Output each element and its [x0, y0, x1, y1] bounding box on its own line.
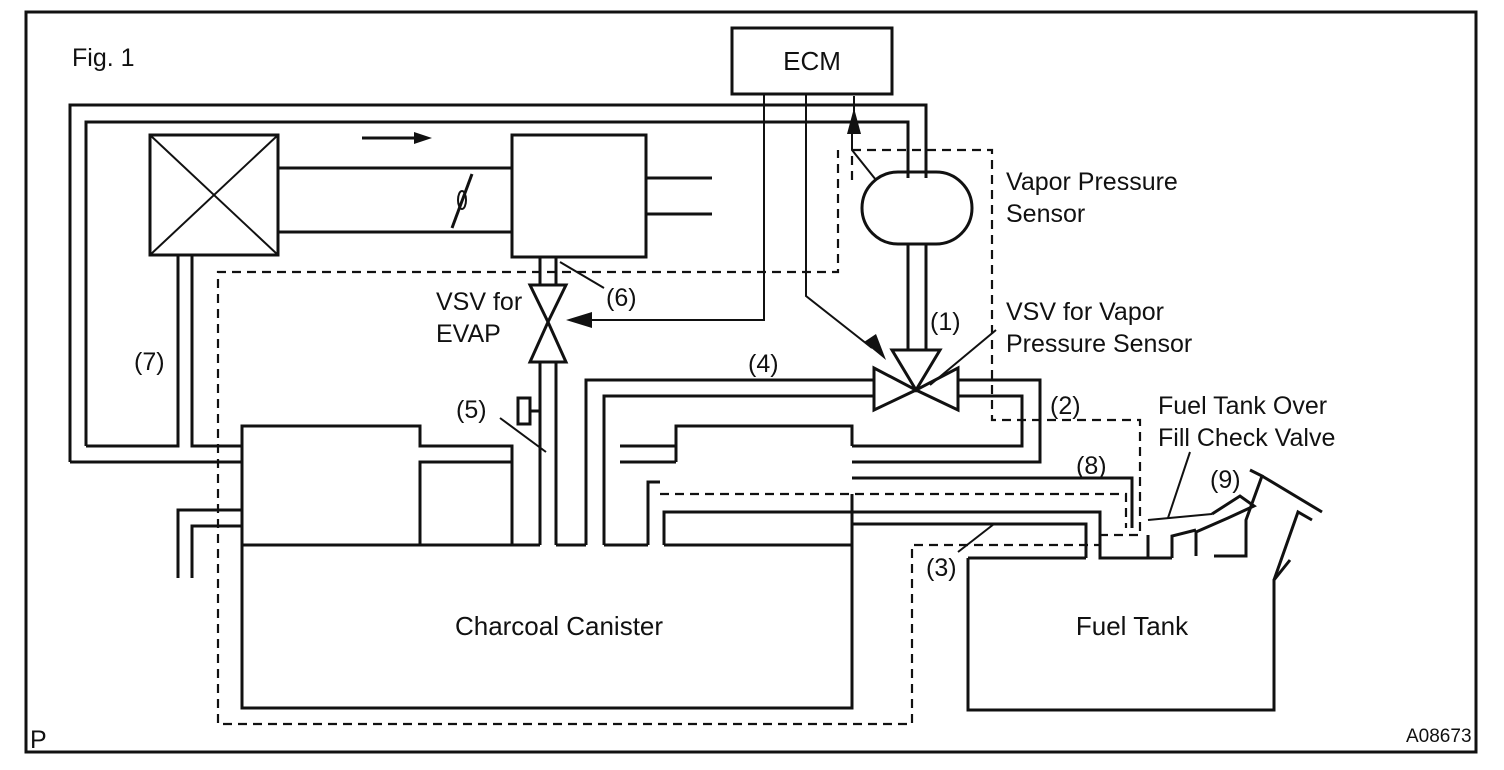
ecm-label: ECM — [783, 46, 841, 76]
callout-3: (3) — [926, 554, 957, 582]
airflow-arrow-icon — [362, 132, 432, 144]
callout-4: (4) — [748, 350, 779, 378]
vsv-evap-label-2: EVAP — [436, 320, 501, 348]
figure-label: Fig. 1 — [72, 44, 135, 72]
canister-chamber — [418, 460, 514, 547]
hose-4-top — [584, 378, 874, 545]
charcoal-canister-label: Charcoal Canister — [455, 611, 663, 641]
fuel-filler-neck — [1170, 468, 1323, 581]
over-fill-check-valve — [1147, 513, 1213, 521]
callout-9: (9) — [1210, 466, 1241, 494]
ecm-box — [730, 26, 894, 96]
charcoal-canister-body — [240, 462, 854, 710]
ecm-to-vsv-evap-signal — [590, 94, 765, 321]
dashed-line-8 — [660, 492, 1128, 528]
vsv-vapor-label-2: Pressure Sensor — [1006, 330, 1192, 358]
vacuum-hose-7-drop — [86, 256, 180, 448]
vacuum-hose-7-outer — [68, 103, 928, 462]
ecm-to-vsv-vapor-signal — [805, 94, 873, 349]
callout-7: (7) — [134, 348, 165, 376]
callout-2: (2) — [1050, 392, 1081, 420]
leader-3 — [957, 523, 995, 553]
dashed-pressure-path — [216, 148, 1142, 726]
vsv-evap-valve — [527, 257, 569, 545]
vapor-pressure-sensor-body — [860, 170, 974, 246]
check-valve-label-2: Fill Check Valve — [1158, 424, 1335, 452]
callout-6: (6) — [606, 284, 637, 312]
callout-1: (1) — [930, 308, 961, 336]
vsv-vapor-pressure-sensor-valve — [872, 348, 960, 413]
hose-4-bottom — [602, 394, 874, 545]
vsv-vapor-label-1: VSV for Vapor — [1006, 298, 1164, 326]
evap-line-port — [516, 396, 540, 426]
leader-6 — [559, 261, 605, 289]
vacuum-hose-7-drop-2 — [190, 256, 242, 448]
canister-top-left — [240, 424, 514, 545]
check-valve-label-1: Fuel Tank Over — [1158, 392, 1327, 420]
air-cleaner — [148, 133, 280, 257]
intake-manifold-box — [510, 133, 648, 259]
vapor-pressure-sensor-label-2: Sensor — [1006, 200, 1085, 228]
corner-letter: P — [30, 726, 47, 754]
canister-top-right — [620, 424, 854, 464]
callout-8: (8) — [1076, 452, 1107, 480]
leader-check-valve — [1167, 451, 1191, 519]
leader-vsv-vapor — [929, 329, 997, 386]
vsv-evap-label-1: VSV for — [436, 288, 522, 316]
hose-8-a — [852, 476, 1134, 528]
callout-5: (5) — [456, 396, 487, 424]
leader-5 — [499, 417, 547, 453]
vapor-pressure-sensor-label-1: Vapor Pressure — [1006, 168, 1178, 196]
figure-frame — [24, 10, 1478, 754]
vacuum-hose-7-inner — [84, 120, 910, 446]
throttle-valve — [450, 173, 474, 229]
ecm-to-vsv-vapor-arrowhead — [864, 334, 886, 360]
hose-8-c — [662, 510, 1150, 560]
canister-vent-pipe-right — [190, 524, 242, 578]
fuel-tank-label: Fuel Tank — [1076, 611, 1189, 641]
canister-vent-pipe-left — [176, 508, 242, 578]
fuel-tank-body — [966, 556, 1292, 712]
ecm-to-vsv-evap-arrowhead — [566, 312, 592, 328]
hose-8-b — [646, 480, 660, 545]
figure-code: A08673 — [1406, 726, 1472, 747]
ecm-to-sensor-signal — [847, 96, 877, 181]
hose-8-d — [852, 522, 1088, 558]
